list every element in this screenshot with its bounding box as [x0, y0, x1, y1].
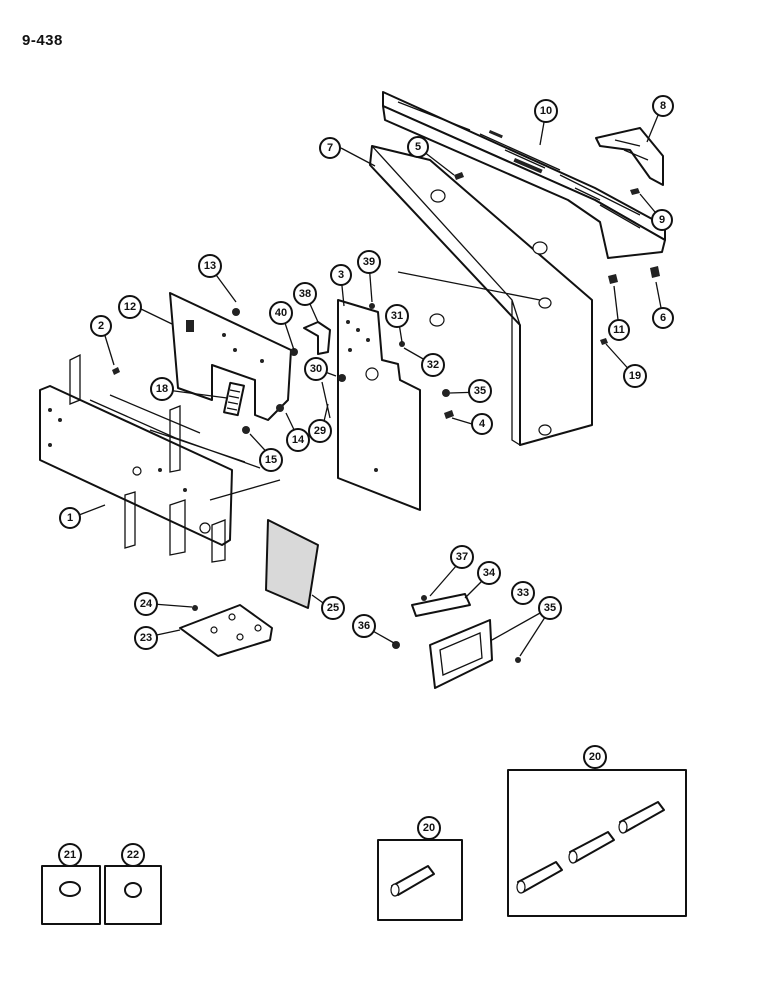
svg-text:8: 8 — [660, 100, 666, 112]
callout-20-large: 20 — [583, 745, 607, 769]
bracket-34 — [411, 593, 471, 617]
callout-4: 4 — [471, 413, 493, 435]
svg-text:6: 6 — [660, 312, 666, 324]
callout-15: 15 — [259, 448, 283, 472]
svg-text:19: 19 — [629, 370, 641, 382]
svg-text:7: 7 — [327, 142, 333, 154]
callout-5: 5 — [407, 136, 429, 158]
svg-text:23: 23 — [140, 632, 152, 644]
callout-23: 23 — [134, 626, 158, 650]
cover-piece — [595, 127, 664, 186]
page-number: 9-438 — [22, 32, 63, 49]
svg-text:32: 32 — [427, 359, 439, 371]
switch-housing-33 — [429, 619, 493, 689]
base-plate — [179, 604, 273, 657]
svg-text:34: 34 — [483, 567, 496, 579]
callout-3: 3 — [330, 264, 352, 286]
svg-text:10: 10 — [540, 105, 552, 117]
svg-text:31: 31 — [391, 310, 403, 322]
callout-33: 33 — [511, 581, 535, 605]
callout-40: 40 — [269, 301, 293, 325]
svg-text:2: 2 — [98, 320, 104, 332]
svg-text:3: 3 — [338, 269, 344, 281]
callout-22: 22 — [121, 843, 145, 867]
main-frame — [39, 353, 281, 563]
svg-text:5: 5 — [415, 141, 421, 153]
svg-text:11: 11 — [613, 324, 625, 336]
svg-text:29: 29 — [314, 425, 326, 437]
callout-13: 13 — [198, 254, 222, 278]
knob-box-22 — [104, 865, 162, 925]
callout-19: 19 — [623, 364, 647, 388]
callout-2: 2 — [90, 315, 112, 337]
svg-text:25: 25 — [327, 602, 339, 614]
svg-text:18: 18 — [156, 383, 168, 395]
callout-9: 9 — [651, 209, 673, 231]
callout-7: 7 — [319, 137, 341, 159]
svg-text:9: 9 — [659, 214, 665, 226]
svg-text:38: 38 — [299, 288, 311, 300]
svg-text:21: 21 — [64, 849, 76, 861]
callout-34: 34 — [477, 561, 501, 585]
svg-text:35: 35 — [544, 602, 556, 614]
callout-1: 1 — [59, 507, 81, 529]
callout-38: 38 — [293, 282, 317, 306]
callout-14: 14 — [286, 428, 310, 452]
svg-text:30: 30 — [310, 363, 322, 375]
svg-text:22: 22 — [127, 849, 139, 861]
callout-35-lower: 35 — [538, 596, 562, 620]
svg-text:15: 15 — [265, 454, 277, 466]
callout-37: 37 — [450, 545, 474, 569]
svg-text:20: 20 — [423, 822, 435, 834]
svg-text:1: 1 — [67, 512, 73, 524]
callout-8: 8 — [652, 95, 674, 117]
svg-text:33: 33 — [517, 587, 529, 599]
bracket-38 — [303, 321, 331, 355]
callout-36: 36 — [352, 614, 376, 638]
connector-block — [223, 381, 245, 417]
svg-text:35: 35 — [474, 385, 486, 397]
callout-24: 24 — [134, 592, 158, 616]
svg-text:40: 40 — [275, 307, 287, 319]
callout-25: 25 — [321, 596, 345, 620]
callout-10: 10 — [534, 99, 558, 123]
callout-29: 29 — [308, 419, 332, 443]
svg-text:39: 39 — [363, 256, 375, 268]
tube-kit-triple-box — [507, 769, 687, 917]
callout-11: 11 — [608, 319, 630, 341]
svg-text:36: 36 — [358, 620, 370, 632]
side-panel — [369, 145, 593, 446]
knob-box-21 — [41, 865, 101, 925]
callout-6: 6 — [652, 307, 674, 329]
tube-kit-single-box — [377, 839, 463, 921]
callout-35-upper: 35 — [468, 379, 492, 403]
foam-pad — [265, 519, 319, 609]
callout-31: 31 — [385, 304, 409, 328]
svg-text:14: 14 — [292, 434, 305, 446]
callout-30: 30 — [304, 357, 328, 381]
callout-32: 32 — [421, 353, 445, 377]
instrument-panel-top — [382, 91, 666, 259]
svg-text:24: 24 — [140, 598, 153, 610]
svg-text:13: 13 — [204, 260, 216, 272]
mounting-plate-3 — [337, 299, 421, 511]
svg-text:37: 37 — [456, 551, 468, 563]
callout-20-small: 20 — [417, 816, 441, 840]
callout-21: 21 — [58, 843, 82, 867]
callout-18: 18 — [150, 377, 174, 401]
svg-text:12: 12 — [124, 301, 136, 313]
callout-12: 12 — [118, 295, 142, 319]
svg-text:4: 4 — [479, 418, 486, 430]
callout-39: 39 — [357, 250, 381, 274]
svg-text:20: 20 — [589, 751, 601, 763]
